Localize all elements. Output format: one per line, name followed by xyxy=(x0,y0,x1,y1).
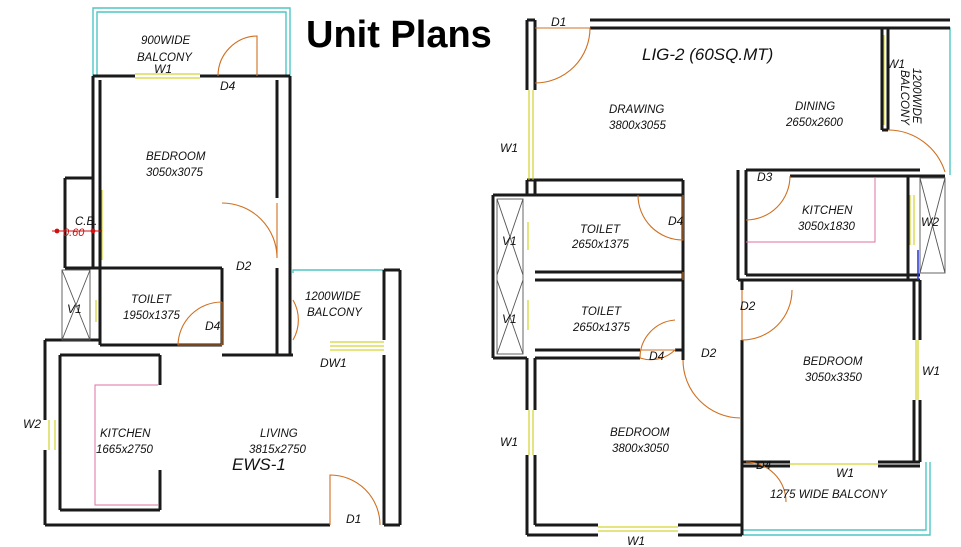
ews-tag-v1: V1 xyxy=(67,302,82,316)
lig-kitchen-size: 3050x1830 xyxy=(798,221,856,233)
lig-toilet2-name: TOILET xyxy=(581,306,622,318)
ews-living-size: 3815x2750 xyxy=(249,444,307,456)
lig-bedroom-right-name: BEDROOM xyxy=(803,356,863,368)
lig-balcony-right-line2: BALCONY xyxy=(898,70,910,126)
lig-tag-d2-kitchen: D2 xyxy=(740,299,756,313)
lig-bedroom-right-size: 3050x3350 xyxy=(805,372,863,384)
lig-doors xyxy=(534,27,946,503)
lig-tag-v1-a: V1 xyxy=(502,234,517,248)
lig-tag-w1-balcony: W1 xyxy=(887,57,905,71)
ews-tag-d4-toilet: D4 xyxy=(205,319,221,333)
lig-kitchen-counter xyxy=(746,178,876,243)
ews-balcony-right-line2: BALCONY xyxy=(307,307,363,319)
ews-tag-d1: D1 xyxy=(346,512,361,526)
ews-shaft-label: C.B. xyxy=(75,216,97,228)
lig-bedroom-left-name: BEDROOM xyxy=(610,427,670,439)
ews-balcony-right-line1: 1200WIDE xyxy=(305,291,361,303)
ews-tag-w2: W2 xyxy=(23,417,41,431)
ews-tag-dw1: DW1 xyxy=(320,356,347,370)
ews-tag-d2: D2 xyxy=(236,259,252,273)
ews-toilet-size: 1950x1375 xyxy=(123,310,181,322)
lig-bedroom-left-size: 3800x3050 xyxy=(612,443,670,455)
ews-balcony-top-rail-inner xyxy=(96,11,287,76)
ews-bedroom-name: BEDROOM xyxy=(146,151,206,163)
ews-balcony-top-line2: BALCONY xyxy=(137,52,193,64)
ews-vent-shaft xyxy=(61,269,91,341)
lig-tag-w1-bottom: W1 xyxy=(627,534,645,547)
lig-duct-shafts xyxy=(496,177,946,355)
ews-tag-d4-top: D4 xyxy=(220,79,236,93)
lig-balcony-bottom-label: 1275 WIDE BALCONY xyxy=(770,489,888,501)
ews-kitchen-name: KITCHEN xyxy=(100,428,151,440)
ews-balcony-right-rail xyxy=(292,269,385,273)
ews-dimension: 0.60 xyxy=(63,227,85,239)
lig-tag-w1-bed-right: W1 xyxy=(922,364,940,378)
ews-bedroom-size: 3050x3075 xyxy=(146,167,204,179)
lig-kitchen-name: KITCHEN xyxy=(802,205,853,217)
lig-tag-w1-bed-left: W1 xyxy=(500,435,518,449)
lig-tag-w1-bal: W1 xyxy=(836,466,854,480)
lig-windows xyxy=(527,35,919,532)
lig-tag-d3: D3 xyxy=(757,170,773,184)
lig-tag-w1-drawing: W1 xyxy=(500,141,518,155)
lig-tag-w2: W2 xyxy=(921,215,939,229)
ews-tag-w1: W1 xyxy=(154,62,172,76)
lig-toilet1-name: TOILET xyxy=(580,224,621,236)
lig-dining-name: DINING xyxy=(795,101,835,113)
lig-tag-v1-b: V1 xyxy=(502,312,517,326)
lig-balcony-right-line1: 1200WIDE xyxy=(910,68,922,124)
lig-unit-name: LIG-2 (60SQ.MT) xyxy=(642,45,773,64)
lig-dining-size: 2650x2600 xyxy=(785,117,844,129)
ews-kitchen-size: 1665x2750 xyxy=(96,444,154,456)
ews-plan: 900WIDE BALCONY W1 D4 BEDROOM 3050x3075 … xyxy=(23,7,402,527)
ews-kitchen-counter xyxy=(94,384,158,506)
ews-unit-name: EWS-1 xyxy=(232,455,286,474)
ews-balcony-top-line1: 900WIDE xyxy=(141,35,191,47)
lig-tag-d2-bed: D2 xyxy=(701,346,717,360)
ews-doors xyxy=(177,35,381,526)
ews-toilet-name: TOILET xyxy=(131,294,172,306)
lig-plan: D1 LIG-2 (60SQ.MT) W1 1200WIDE BALCONY D… xyxy=(491,15,951,547)
lig-tag-d4-t1: D4 xyxy=(668,214,684,228)
lig-drawing-name: DRAWING xyxy=(609,104,664,116)
lig-walls xyxy=(491,18,950,537)
ews-balcony-top-rail xyxy=(92,7,291,76)
ews-walls xyxy=(43,74,402,527)
lig-toilet1-size: 2650x1375 xyxy=(571,239,630,251)
lig-balcony-bottom-rail xyxy=(742,462,931,536)
lig-tag-d1: D1 xyxy=(551,15,566,29)
ews-living-name: LIVING xyxy=(260,428,298,440)
lig-balcony-bottom-rail-inner xyxy=(742,462,927,531)
page-title: Unit Plans xyxy=(306,14,492,56)
lig-tag-d4-t2: D4 xyxy=(649,349,665,363)
lig-toilet2-size: 2650x1375 xyxy=(572,322,631,334)
lig-drawing-size: 3800x3055 xyxy=(609,120,667,132)
lig-tag-d4-bal: D4 xyxy=(756,458,772,472)
ews-dimension-marker xyxy=(52,228,102,234)
